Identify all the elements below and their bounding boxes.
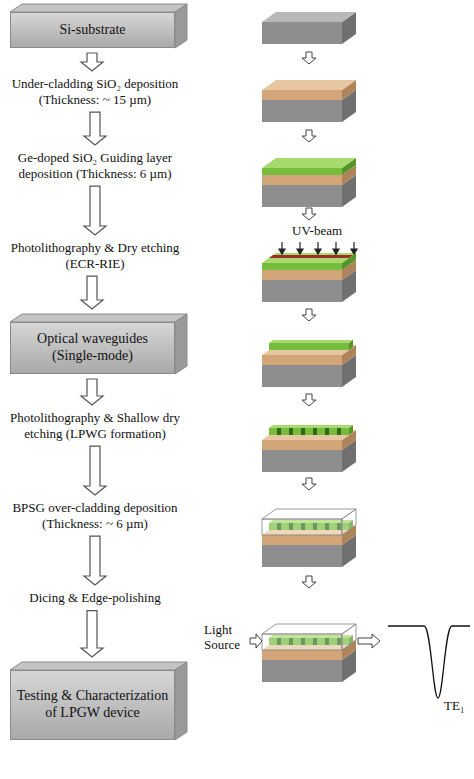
core-layer-stack (262, 158, 356, 207)
flow-arrow (81, 276, 103, 309)
drawing-part (277, 428, 341, 435)
drawing-part (262, 509, 356, 535)
flow-arrow (84, 446, 106, 495)
step-text: Dicing & Edge-polishing (2, 590, 188, 606)
drawing-part (250, 634, 262, 648)
process-step: Photolithography & Dry etching (ECR-RIE) (2, 240, 188, 271)
drawing-part (351, 249, 357, 254)
photolithography-stack (262, 253, 356, 302)
drawing-part (315, 249, 321, 254)
uv-arrows (279, 242, 357, 254)
step-text: Photolithography & Shallow dry etching (… (2, 410, 188, 441)
drawing-part (10, 662, 187, 670)
mode-profile (388, 626, 470, 698)
cladding-stack (262, 80, 356, 122)
substrate-stack (262, 12, 356, 44)
flow-arrow (84, 112, 106, 145)
drawing-part (10, 314, 187, 322)
overcladding-stack (262, 509, 356, 567)
process-step: Ge-doped SiO₂ Guiding layer deposition (… (2, 150, 188, 181)
step-text: Under-cladding SiO₂ deposition (Thicknes… (2, 76, 188, 107)
end-box: Testing & Characterization of LPGW devic… (10, 670, 175, 740)
step-text: Photolithography & Dry etching (ECR-RIE) (2, 240, 188, 271)
drawing-part (297, 249, 303, 254)
step-text: BPSG over-cladding deposition (Thickness… (2, 500, 188, 531)
drawing-part (302, 52, 316, 64)
light-arrows (250, 634, 380, 648)
drawing-part (279, 249, 285, 254)
process-step: Photolithography & Shallow dry etching (… (2, 410, 188, 441)
drawing-part (262, 80, 356, 90)
flow-arrow (81, 53, 103, 71)
drawing-part (262, 253, 356, 263)
step-text: Optical waveguides (Single-mode) (14, 331, 171, 365)
step-arrows (302, 52, 316, 588)
process-step: Dicing & Edge-polishing (2, 590, 188, 606)
flow-arrow (81, 611, 103, 657)
box-depth (10, 4, 187, 740)
drawing-part (269, 340, 353, 350)
drawing-part (333, 249, 339, 254)
grating-stack (262, 425, 356, 472)
step-text: Testing & Characterization of LPGW devic… (14, 688, 171, 722)
drawing-part (302, 309, 316, 321)
flow-arrow (84, 186, 106, 235)
drawing-part (262, 12, 356, 22)
drawing-part (302, 576, 316, 588)
step-text: Ge-doped SiO₂ Guiding layer deposition (… (2, 150, 188, 181)
milestone-box: Optical waveguides (Single-mode) (10, 322, 175, 374)
drawing-part (262, 253, 356, 270)
waveguide-stack (262, 340, 356, 387)
drawing-part (175, 4, 187, 48)
step-text: Si-substrate (14, 22, 171, 39)
drawing-part (262, 80, 356, 100)
flow-arrow (81, 379, 103, 405)
drawing-part (175, 662, 187, 740)
drawing-part (302, 394, 316, 406)
mode-label: TE₁ (444, 699, 470, 714)
drawing-part (262, 158, 356, 168)
drawing-part (358, 634, 380, 648)
flow-arrow (84, 536, 106, 585)
drawing-part (269, 425, 353, 435)
drawing-part (262, 158, 356, 175)
process-step: BPSG over-cladding deposition (Thickness… (2, 500, 188, 531)
beam-label: UV-beam (292, 224, 352, 239)
drawing-part (10, 4, 187, 12)
drawing-part (302, 130, 316, 142)
device-stack (262, 624, 356, 682)
drawing-part (262, 12, 356, 44)
drawing-part (262, 624, 356, 650)
source-label: Light Source (204, 623, 248, 653)
drawing-part (302, 208, 316, 220)
drawing-part (302, 478, 316, 490)
start-box: Si-substrate (10, 12, 175, 48)
process-step: Under-cladding SiO₂ deposition (Thicknes… (2, 76, 188, 107)
drawing-part (269, 255, 353, 258)
drawing-part (175, 314, 187, 374)
